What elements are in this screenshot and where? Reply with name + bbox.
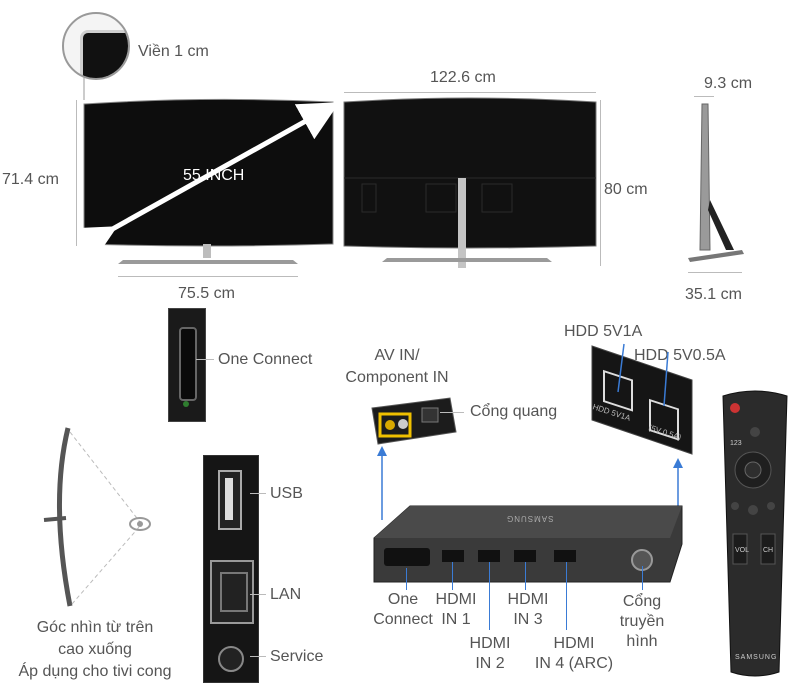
lan-label: LAN <box>270 586 302 603</box>
box-one-connect-label-2: Connect <box>373 611 433 628</box>
hdmi4-label-2: IN 4 (ARC) <box>534 655 614 672</box>
hdmi1-label-1: HDMI <box>435 591 477 608</box>
tv-back <box>343 97 597 268</box>
hdd-5v1a-label: HDD 5V1A <box>564 323 643 340</box>
lan-pointer <box>250 594 266 595</box>
height-total-line <box>600 100 601 266</box>
stand-width-label: 75.5 cm <box>178 285 235 302</box>
hdd-5v05a-label: HDD 5V0.5A <box>634 347 726 364</box>
remote-control <box>722 390 788 677</box>
depth-top-line <box>694 96 714 97</box>
pointer-hdmi1 <box>452 562 453 590</box>
box-brand: SAMSUNG <box>506 514 554 523</box>
remote-vol: VOL <box>735 547 750 554</box>
hdmi3-label-2: IN 3 <box>513 611 543 628</box>
hdmi2-label-2: IN 2 <box>475 655 505 672</box>
diagonal-arrow <box>72 102 340 264</box>
hdmi4-label-1: HDMI <box>553 635 595 652</box>
hdmi1-label-2: IN 1 <box>441 611 471 628</box>
pointer-one-connect <box>406 568 407 590</box>
hdmi2-label-1: HDMI <box>469 635 511 652</box>
bezel-zoom <box>62 12 130 80</box>
depth-stand-label: 35.1 cm <box>685 286 742 303</box>
height-total-label: 80 cm <box>604 181 648 198</box>
hdmi3-label-1: HDMI <box>507 591 549 608</box>
pointer-tv <box>642 566 643 590</box>
pointer-hdmi2 <box>489 562 490 630</box>
stand-width-line <box>118 276 298 277</box>
ports-panel-photo <box>203 455 259 683</box>
av-optical-photo <box>371 397 457 445</box>
height-screen-line <box>76 100 77 246</box>
av-in-label-1: AV IN/ <box>374 347 420 364</box>
remote-123: 123 <box>730 440 742 447</box>
tv-port-label-1: Cổng <box>622 593 662 610</box>
one-connect-pointer <box>196 359 214 360</box>
service-pointer <box>250 656 266 657</box>
av-arrow <box>377 446 387 520</box>
tv-port-label-2: truyền <box>619 613 665 630</box>
depth-stand-line <box>688 272 742 273</box>
usb-port <box>218 470 242 530</box>
lan-port <box>210 560 254 624</box>
tv-port-label-3: hình <box>626 633 658 650</box>
av-in-label-2: Component IN <box>345 369 449 386</box>
box-one-connect-label-1: One <box>387 591 419 608</box>
hdd-panel-photo <box>591 343 693 455</box>
remote-brand: SAMSUNG <box>735 654 778 661</box>
tv-side <box>688 103 744 262</box>
height-screen-label: 71.4 cm <box>2 171 59 188</box>
optical-label: Cổng quang <box>470 403 558 420</box>
optical-pointer <box>440 412 464 413</box>
bezel-label: Viền 1 cm <box>138 43 209 60</box>
service-label: Service <box>270 648 324 665</box>
pointer-hdmi3 <box>525 562 526 590</box>
remote-ch: CH <box>763 547 774 554</box>
depth-top-label: 9.3 cm <box>704 75 753 92</box>
pointer-hdmi4 <box>566 562 567 630</box>
service-port <box>218 646 244 672</box>
viewing-angle-diagram <box>43 427 151 607</box>
width-total-line <box>344 92 596 93</box>
viewing-line3: Áp dụng cho tivi cong <box>18 663 172 680</box>
usb-pointer <box>250 493 266 494</box>
width-total-label: 122.6 cm <box>430 69 496 86</box>
screen-size-label: 55 INCH <box>183 167 245 184</box>
bezel-pointer <box>83 76 85 100</box>
power-icon <box>730 403 740 413</box>
one-connect-box <box>373 505 683 583</box>
one-connect-port-photo <box>168 308 206 422</box>
viewing-line1: Góc nhìn từ trên <box>36 619 154 636</box>
viewing-line2: cao xuống <box>58 641 132 658</box>
one-connect-label: One Connect <box>218 351 313 368</box>
usb-label: USB <box>270 485 303 502</box>
